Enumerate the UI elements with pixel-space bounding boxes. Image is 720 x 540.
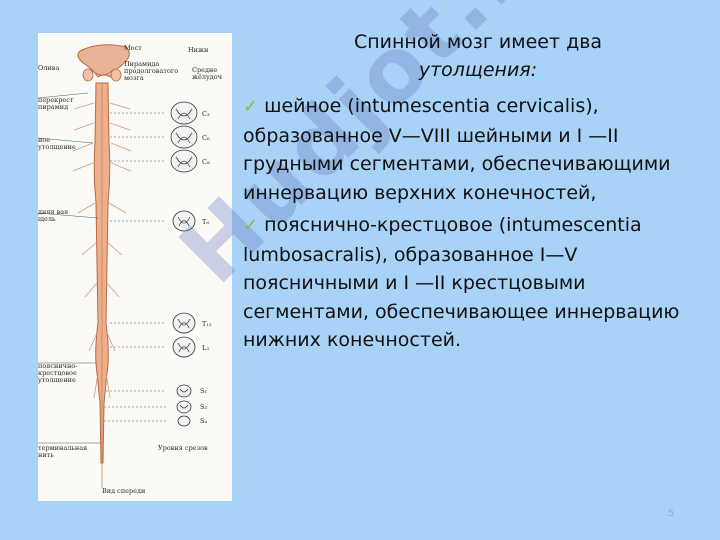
slide-text: Спинной мозг имеет два утолщения: ✓шейно… xyxy=(243,28,713,359)
label-terminal-filum: терминальная нить xyxy=(38,444,88,459)
label-s3: S₃ xyxy=(200,403,208,411)
page-number: 5 xyxy=(668,508,675,519)
label-l3: L₃ xyxy=(202,344,209,352)
title-line-2: утолщения: xyxy=(418,59,538,81)
spinal-cord-drawing xyxy=(38,44,198,488)
slide-title: Спинной мозг имеет два утолщения: xyxy=(243,28,713,84)
label-anterior-view: Вид спереди xyxy=(102,487,146,495)
bullet-cervical-text: шейное (intumescentia cervicalis), образ… xyxy=(243,95,671,204)
label-pyramid: Пирамида продолговатого мозга xyxy=(124,60,179,82)
checkmark-icon: ✓ xyxy=(243,96,259,117)
label-s4: S₄ xyxy=(200,417,208,425)
label-c6: C₆ xyxy=(202,134,210,142)
label-s1: S₁ xyxy=(200,387,208,395)
label-middle: Средне жёлудоч xyxy=(192,66,222,81)
spinal-cord-illustration: Мост Нижн Олива Пирамида продолговатого … xyxy=(38,33,232,501)
bullet-cervical: ✓шейное (intumescentia cervicalis), обра… xyxy=(243,92,713,207)
label-most: Мост xyxy=(124,44,142,52)
label-lower: Нижн xyxy=(188,46,209,54)
label-c3: C₃ xyxy=(202,110,210,118)
label-t6: T₆ xyxy=(202,218,209,226)
title-line-1: Спинной мозг имеет два xyxy=(353,31,603,53)
label-t12: T₁₂ xyxy=(202,320,212,328)
label-cervical-thick: ное утолщение xyxy=(38,136,76,151)
label-section-levels: Уровня срезов xyxy=(158,444,208,452)
label-c8: C₈ xyxy=(202,158,210,166)
checkmark-icon: ✓ xyxy=(243,215,259,236)
label-decussation: перекрест пирамид xyxy=(38,96,74,111)
label-lumbar-thick: пояснично-крестцовое утолщение xyxy=(38,362,78,384)
bullet-lumbosacral: ✓пояснично-крестцовое (intumescentia lum… xyxy=(243,211,713,355)
label-olive: Олива xyxy=(38,64,60,72)
bullet-lumbosacral-text: пояснично-крестцовое (intumescentia lumb… xyxy=(243,214,680,351)
label-median-fissure: дняя вая щель xyxy=(38,208,69,223)
